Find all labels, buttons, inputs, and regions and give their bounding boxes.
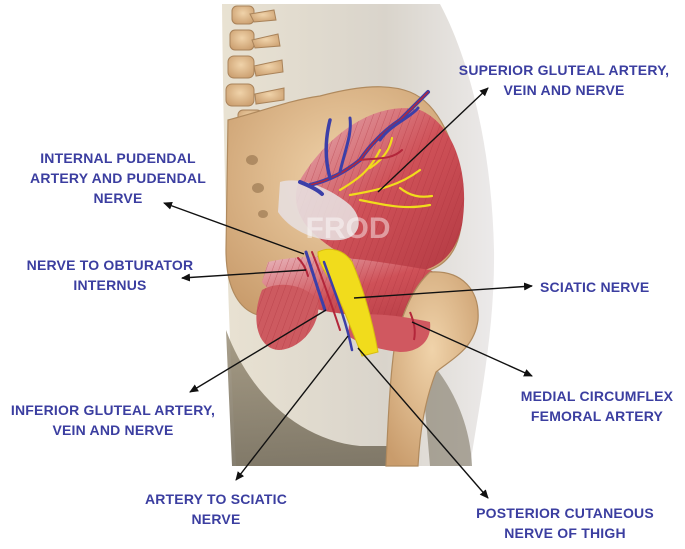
medial-circumflex-artery — [409, 311, 416, 341]
piriformis-muscle — [278, 180, 359, 241]
arrow-superior-gluteal — [377, 87, 489, 193]
inferior-gluteal-vessels — [297, 250, 354, 352]
superior-gluteal-vessels — [298, 90, 430, 196]
arrow-posterior-cutaneous — [357, 347, 489, 499]
spine — [225, 5, 285, 127]
leader-arrows — [163, 87, 533, 499]
label-inferior-gluteal: INFERIOR GLUTEAL ARTERY, VEIN AND NERVE — [10, 402, 216, 438]
label-posterior-cutaneous: POSTERIOR CUTANEOUS NERVE OF THIGH — [476, 505, 654, 541]
sciatic-nerve — [317, 248, 379, 357]
arrow-medial-circumflex — [411, 321, 533, 377]
watermark-text: FROD — [306, 212, 391, 245]
label-artery-sciatic: ARTERY TO SCIATIC NERVE — [144, 491, 288, 527]
sacral-foramina — [246, 155, 268, 218]
arrow-artery-sciatic — [235, 335, 349, 481]
label-sciatic: SCIATIC NERVE — [540, 279, 650, 295]
superior-gluteal-nerve — [338, 136, 434, 209]
arrow-nerve-obturator — [181, 269, 307, 282]
arrow-sciatic — [353, 282, 533, 299]
arrow-inferior-gluteal — [189, 309, 327, 393]
buttock-shadow — [226, 330, 392, 466]
label-nerve-obturator: NERVE TO OBTURATOR INTERNUS — [26, 257, 194, 293]
label-medial-circumflex: MEDIAL CIRCUMFLEX FEMORAL ARTERY — [520, 388, 674, 424]
label-internal-pudendal: INTERNAL PUDENDAL ARTERY AND PUDENDAL NE… — [30, 150, 206, 206]
arrow-internal-pudendal — [163, 201, 305, 255]
label-superior-gluteal: SUPERIOR GLUTEAL ARTERY, VEIN AND NERVE — [458, 62, 670, 98]
